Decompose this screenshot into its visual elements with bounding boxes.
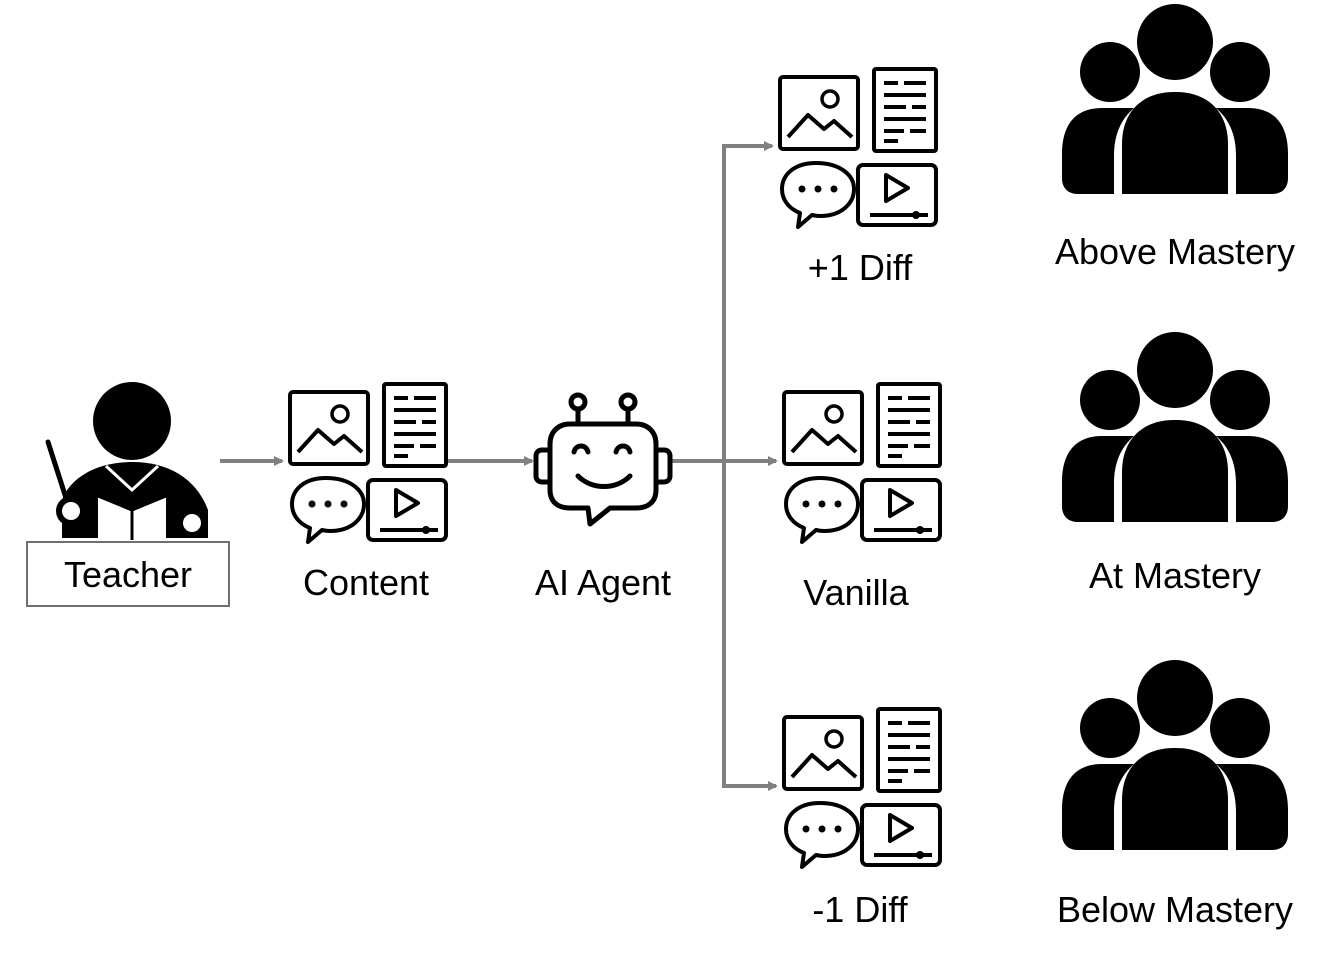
plus-one-diff-label: +1 Diff [807,247,913,288]
above-mastery-label: Above Mastery [1054,231,1296,272]
minus-one-diff-label: -1 Diff [812,889,908,930]
arrow-agent-to-plus-one [722,141,774,461]
teacher-label-box: Teacher [26,541,230,607]
vanilla-media-icon [782,382,942,544]
content-label: Content [302,562,430,603]
above-mastery-group-icon [1062,4,1288,194]
flow-arrows [220,141,778,791]
teacher-icon [45,382,208,540]
vanilla-label: Vanilla [803,572,909,613]
below-mastery-group-icon [1062,660,1288,850]
minus-one-media-icon [782,707,942,869]
teacher-label: Teacher [63,554,193,595]
robot-icon [533,392,673,527]
content-media-icon [288,382,448,544]
plus-one-media-icon [778,67,938,229]
at-mastery-label: At Mastery [1088,555,1262,596]
agent-label: AI Agent [534,562,672,603]
below-mastery-label: Below Mastery [1056,889,1294,930]
arrow-agent-to-minus-one [722,461,778,791]
at-mastery-group-icon [1062,332,1288,522]
